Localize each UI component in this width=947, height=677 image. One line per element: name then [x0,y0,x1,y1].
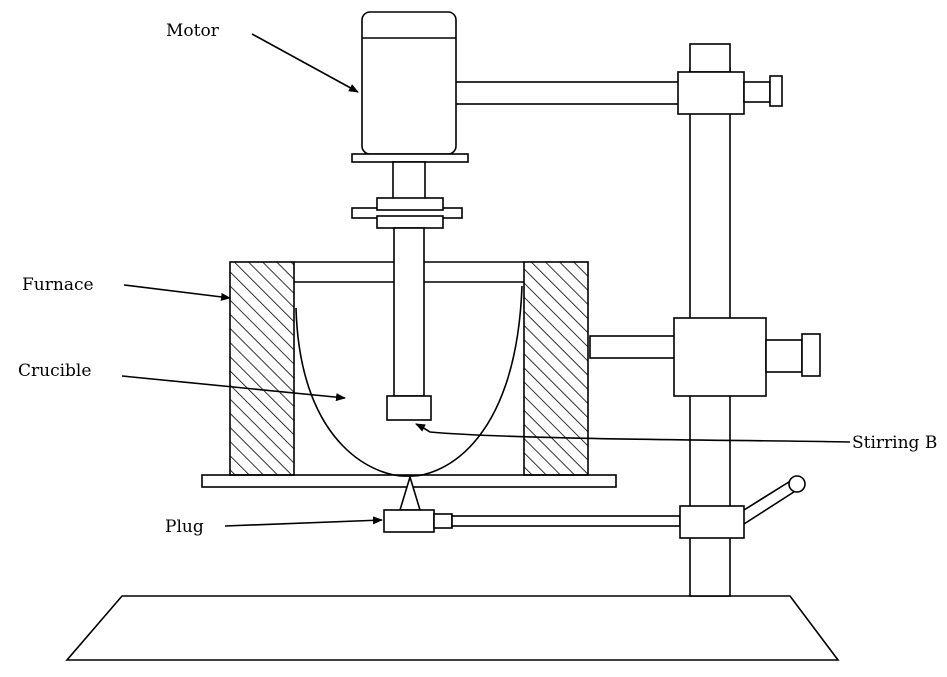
upper-clamp [677,71,745,115]
furnace-arrow [123,284,231,301]
middle-clamp-knob-stem [765,339,803,373]
label-furnace: Furnace [22,275,94,295]
middle-clamp-knob [801,333,821,377]
stand-column-cap [689,43,731,73]
upper-clamp-knob-stem [743,81,771,103]
motor-shaft [392,161,426,203]
stirring-blade [386,395,432,421]
label-crucible: Crucible [18,361,91,381]
crucible [295,285,523,477]
motor-body [361,11,457,155]
label-stirring: Stirring B [852,433,937,453]
middle-clamp [673,317,767,397]
upper-clamp-knob [769,75,783,107]
lever-knob[interactable] [788,475,806,493]
plug-collar [433,513,453,529]
label-plug: Plug [165,517,204,537]
base-platform [65,595,840,661]
furnace-wall-left [229,261,295,476]
motor-arm [454,81,681,105]
stirring-shaft [393,227,425,397]
lever-arm-outer[interactable] [743,487,801,525]
lever-arm-inner[interactable] [743,479,793,511]
plug-arrow [224,516,383,527]
crucible-arrow [121,375,346,402]
stirring-arrow [415,423,851,443]
coupling-upper [376,197,444,211]
lower-clamp [679,505,745,539]
plug-block [383,509,435,533]
label-motor: Motor [166,21,220,41]
coupling-lower [376,215,444,229]
furnace-arm [589,335,677,359]
plug-rod [451,515,681,527]
furnace-wall-right [523,261,589,476]
motor-flange [351,153,469,163]
motor-arrow [251,33,359,93]
